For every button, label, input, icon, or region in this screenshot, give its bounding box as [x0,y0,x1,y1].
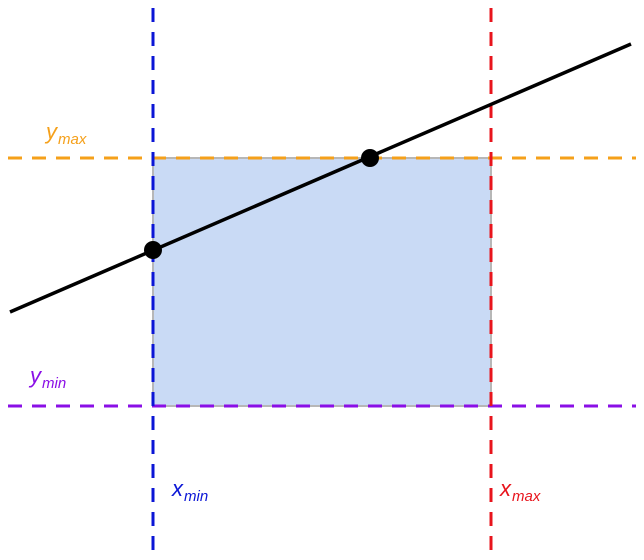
line-segment [9,42,632,314]
clip-window [152,157,492,407]
intersection-point-left [144,241,162,259]
intersection-point-top [361,149,379,167]
x-max-label: xmax [499,476,541,505]
x-min-label: xmin [171,476,208,505]
y-min-label: ymin [28,363,66,392]
y-max-label: ymax [44,119,87,148]
